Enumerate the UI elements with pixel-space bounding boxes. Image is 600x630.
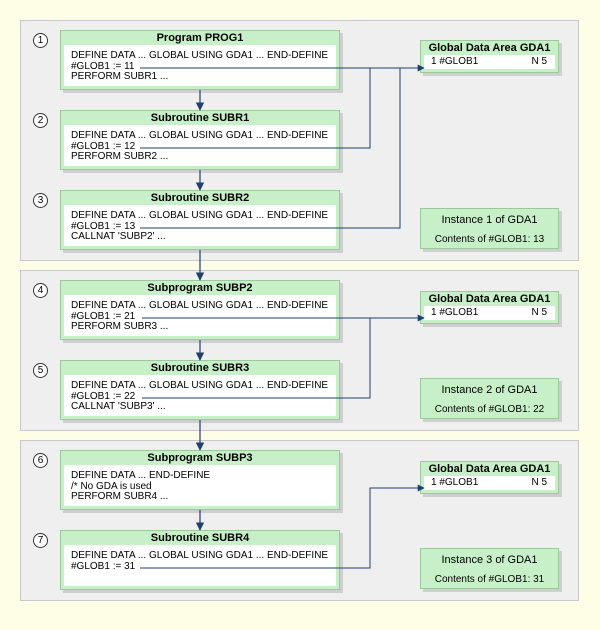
instance-contents: Contents of #GLOB1: 31 — [434, 574, 545, 585]
module-code: DEFINE DATA ... GLOBAL USING GDA1 ... EN… — [64, 205, 336, 246]
step-badge-4: 4 — [33, 283, 48, 298]
gda-body: 1 #GLOB1 N 5 — [424, 55, 555, 69]
gda-body: 1 #GLOB1 N 5 — [424, 306, 555, 320]
code-line: PERFORM SUBR4 ... — [71, 491, 169, 502]
module-title: Subroutine SUBR1 — [150, 112, 250, 124]
code-line: PERFORM SUBR2 ... — [71, 151, 169, 162]
module-subr2: Subroutine SUBR2 DEFINE DATA ... GLOBAL … — [60, 190, 340, 250]
module-code: DEFINE DATA ... GLOBAL USING GDA1 ... EN… — [64, 545, 336, 586]
code-line: #GLOB1 := 21 — [71, 310, 136, 322]
code-line: DEFINE DATA ... GLOBAL USING GDA1 ... EN… — [71, 380, 329, 391]
gda-box-2: Global Data Area GDA1 1 #GLOB1 N 5 — [420, 291, 559, 324]
module-title: Subroutine SUBR2 — [150, 192, 250, 204]
code-line: PERFORM SUBR1 ... — [71, 71, 169, 82]
step-badge-2: 2 — [33, 113, 48, 128]
step-badge-3: 3 — [33, 193, 48, 208]
module-code: DEFINE DATA ... GLOBAL USING GDA1 ... EN… — [64, 375, 336, 416]
gda-field: 1 #GLOB1 — [431, 307, 479, 318]
code-line: DEFINE DATA ... GLOBAL USING GDA1 ... EN… — [71, 50, 329, 61]
module-title: Program PROG1 — [156, 32, 244, 44]
code-line: DEFINE DATA ... GLOBAL USING GDA1 ... EN… — [71, 130, 329, 141]
instance-box-3: Instance 3 of GDA1 Contents of #GLOB1: 3… — [420, 548, 559, 589]
module-subr4: Subroutine SUBR4 DEFINE DATA ... GLOBAL … — [60, 530, 340, 590]
instance-contents: Contents of #GLOB1: 22 — [434, 404, 545, 415]
gda-format: N 5 — [531, 477, 547, 488]
module-code: DEFINE DATA ... END-DEFINE /* No GDA is … — [64, 465, 336, 506]
code-line: #GLOB1 := 22 — [71, 390, 136, 402]
code-line: DEFINE DATA ... GLOBAL USING GDA1 ... EN… — [71, 210, 329, 221]
step-badge-6: 6 — [33, 453, 48, 468]
step-badge-1: 1 — [33, 33, 48, 48]
code-line: DEFINE DATA ... END-DEFINE — [71, 470, 211, 481]
module-code: DEFINE DATA ... GLOBAL USING GDA1 ... EN… — [64, 295, 336, 336]
code-line: #GLOB1 := 31 — [71, 560, 136, 572]
gda-box-3: Global Data Area GDA1 1 #GLOB1 N 5 — [420, 461, 559, 494]
gda-title: Global Data Area GDA1 — [428, 463, 551, 475]
module-code: DEFINE DATA ... GLOBAL USING GDA1 ... EN… — [64, 125, 336, 166]
code-line: #GLOB1 := 11 — [71, 60, 135, 72]
module-subp3: Subprogram SUBP3 DEFINE DATA ... END-DEF… — [60, 450, 340, 510]
module-title: Subprogram SUBP2 — [147, 282, 253, 294]
gda-field: 1 #GLOB1 — [431, 56, 479, 67]
module-subp2: Subprogram SUBP2 DEFINE DATA ... GLOBAL … — [60, 280, 340, 340]
module-prog1: Program PROG1 DEFINE DATA ... GLOBAL USI… — [60, 30, 340, 90]
module-subr3: Subroutine SUBR3 DEFINE DATA ... GLOBAL … — [60, 360, 340, 420]
instance-title: Instance 3 of GDA1 — [441, 554, 538, 566]
gda-body: 1 #GLOB1 N 5 — [424, 476, 555, 490]
step-badge-7: 7 — [33, 533, 48, 548]
gda-box-1: Global Data Area GDA1 1 #GLOB1 N 5 — [420, 40, 559, 73]
gda-field: 1 #GLOB1 — [431, 477, 479, 488]
module-code: DEFINE DATA ... GLOBAL USING GDA1 ... EN… — [64, 45, 336, 86]
code-line: DEFINE DATA ... GLOBAL USING GDA1 ... EN… — [71, 300, 329, 311]
module-title: Subroutine SUBR4 — [150, 532, 250, 544]
code-line: #GLOB1 := 12 — [71, 140, 136, 152]
code-line: PERFORM SUBR3 ... — [71, 321, 169, 332]
module-title: Subprogram SUBP3 — [147, 452, 253, 464]
module-subr1: Subroutine SUBR1 DEFINE DATA ... GLOBAL … — [60, 110, 340, 170]
code-line: /* No GDA is used — [71, 480, 152, 492]
instance-box-1: Instance 1 of GDA1 Contents of #GLOB1: 1… — [420, 208, 559, 249]
code-line: CALLNAT 'SUBP3' ... — [71, 401, 166, 412]
code-line: #GLOB1 := 13 — [71, 220, 136, 232]
step-badge-5: 5 — [33, 363, 48, 378]
instance-contents: Contents of #GLOB1: 13 — [434, 234, 545, 245]
module-title: Subroutine SUBR3 — [150, 362, 250, 374]
gda-title: Global Data Area GDA1 — [428, 293, 551, 305]
code-line: DEFINE DATA ... GLOBAL USING GDA1 ... EN… — [71, 550, 329, 561]
instance-title: Instance 1 of GDA1 — [441, 214, 538, 226]
gda-title: Global Data Area GDA1 — [428, 42, 551, 54]
gda-format: N 5 — [531, 56, 547, 67]
instance-box-2: Instance 2 of GDA1 Contents of #GLOB1: 2… — [420, 378, 559, 419]
instance-title: Instance 2 of GDA1 — [441, 384, 538, 396]
code-line: CALLNAT 'SUBP2' ... — [71, 231, 166, 242]
gda-format: N 5 — [531, 307, 547, 318]
